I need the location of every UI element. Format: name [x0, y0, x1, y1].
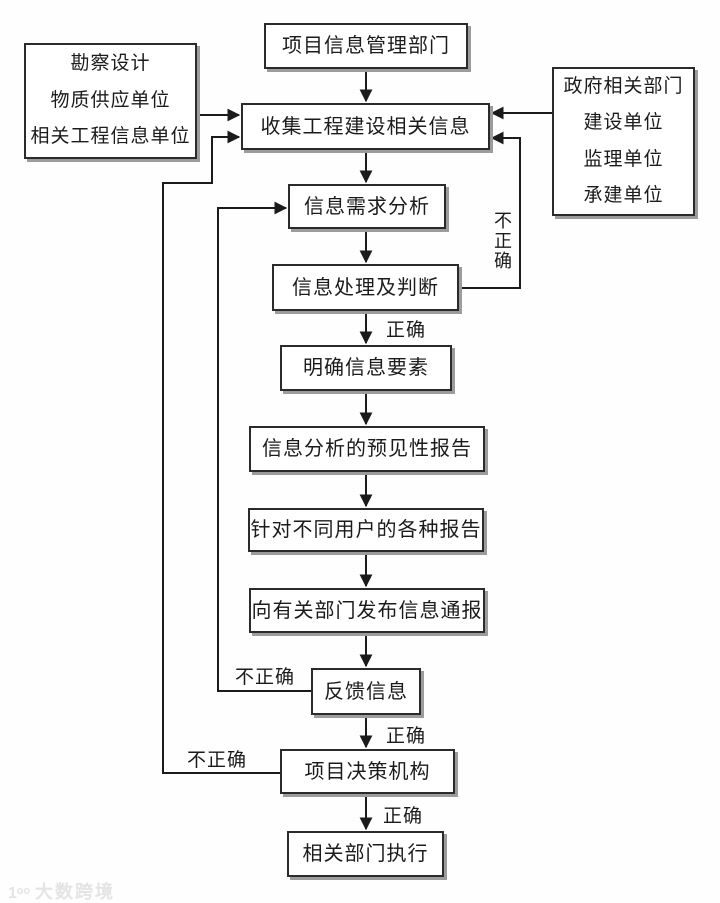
edge-judge-incorrect-to-collect: [459, 131, 521, 289]
node-feedback-info-label: 反馈信息: [324, 680, 408, 703]
node-execute-dept: 相关部门执行: [287, 831, 444, 877]
label-feedback-correct: 正确: [386, 726, 427, 747]
node-feedback-info: 反馈信息: [311, 668, 421, 715]
node-user-reports-label: 针对不同用户的各种报告: [250, 519, 482, 541]
label-judge-correct: 正确: [386, 320, 427, 341]
watermark-logo-icon: 1ᵒᵒ: [8, 885, 31, 902]
watermark: 1ᵒᵒ 大数跨境: [8, 878, 115, 903]
label-judge-incorrect: 不正确: [492, 211, 512, 271]
node-user-reports: 针对不同用户的各种报告: [248, 508, 484, 552]
left-sources-line-3: 相关工程信息单位: [30, 126, 191, 148]
right-sources-line-2: 建设单位: [583, 112, 664, 134]
node-collect-info: 收集工程建设相关信息: [241, 103, 490, 150]
node-clarify-elements: 明确信息要素: [280, 345, 452, 391]
edge-feedback-incorrect-to-demand: [217, 201, 311, 692]
node-predictive-report-label: 信息分析的预见性报告: [262, 438, 472, 460]
left-sources-line-2: 物质供应单位: [50, 89, 171, 111]
right-sources-line-4: 承建单位: [583, 184, 664, 206]
node-project-info-dept-label: 项目信息管理部门: [282, 35, 450, 57]
right-sources-line-1: 政府相关部门: [563, 75, 684, 97]
node-publish-bulletin-label: 向有关部门发布信息通报: [251, 599, 483, 622]
node-right-info-sources: 政府相关部门 建设单位 监理单位 承建单位: [552, 67, 695, 216]
watermark-text: 大数跨境: [35, 882, 116, 902]
node-predictive-report: 信息分析的预见性报告: [249, 426, 485, 472]
node-collect-info-label: 收集工程建设相关信息: [260, 115, 471, 138]
right-sources-line-3: 监理单位: [583, 148, 664, 170]
node-publish-bulletin: 向有关部门发布信息通报: [249, 588, 485, 633]
node-decision-body-label: 项目决策机构: [304, 760, 431, 783]
node-demand-analysis-label: 信息需求分析: [304, 195, 430, 218]
node-decision-body: 项目决策机构: [280, 749, 455, 794]
edge-decision-incorrect-to-collect: [162, 130, 280, 774]
node-clarify-elements-label: 明确信息要素: [303, 357, 429, 379]
node-execute-dept-label: 相关部门执行: [302, 843, 429, 865]
left-sources-line-1: 勘察设计: [70, 53, 151, 75]
node-left-info-sources: 勘察设计 物质供应单位 相关工程信息单位: [24, 43, 197, 159]
node-project-info-dept: 项目信息管理部门: [264, 23, 468, 69]
node-process-judge-label: 信息处理及判断: [292, 276, 439, 299]
label-decision-incorrect: 不正确: [187, 750, 248, 771]
node-demand-analysis: 信息需求分析: [288, 184, 446, 229]
label-feedback-incorrect: 不正确: [235, 667, 296, 688]
node-process-judge: 信息处理及判断: [272, 264, 459, 311]
label-decision-correct: 正确: [383, 806, 424, 827]
